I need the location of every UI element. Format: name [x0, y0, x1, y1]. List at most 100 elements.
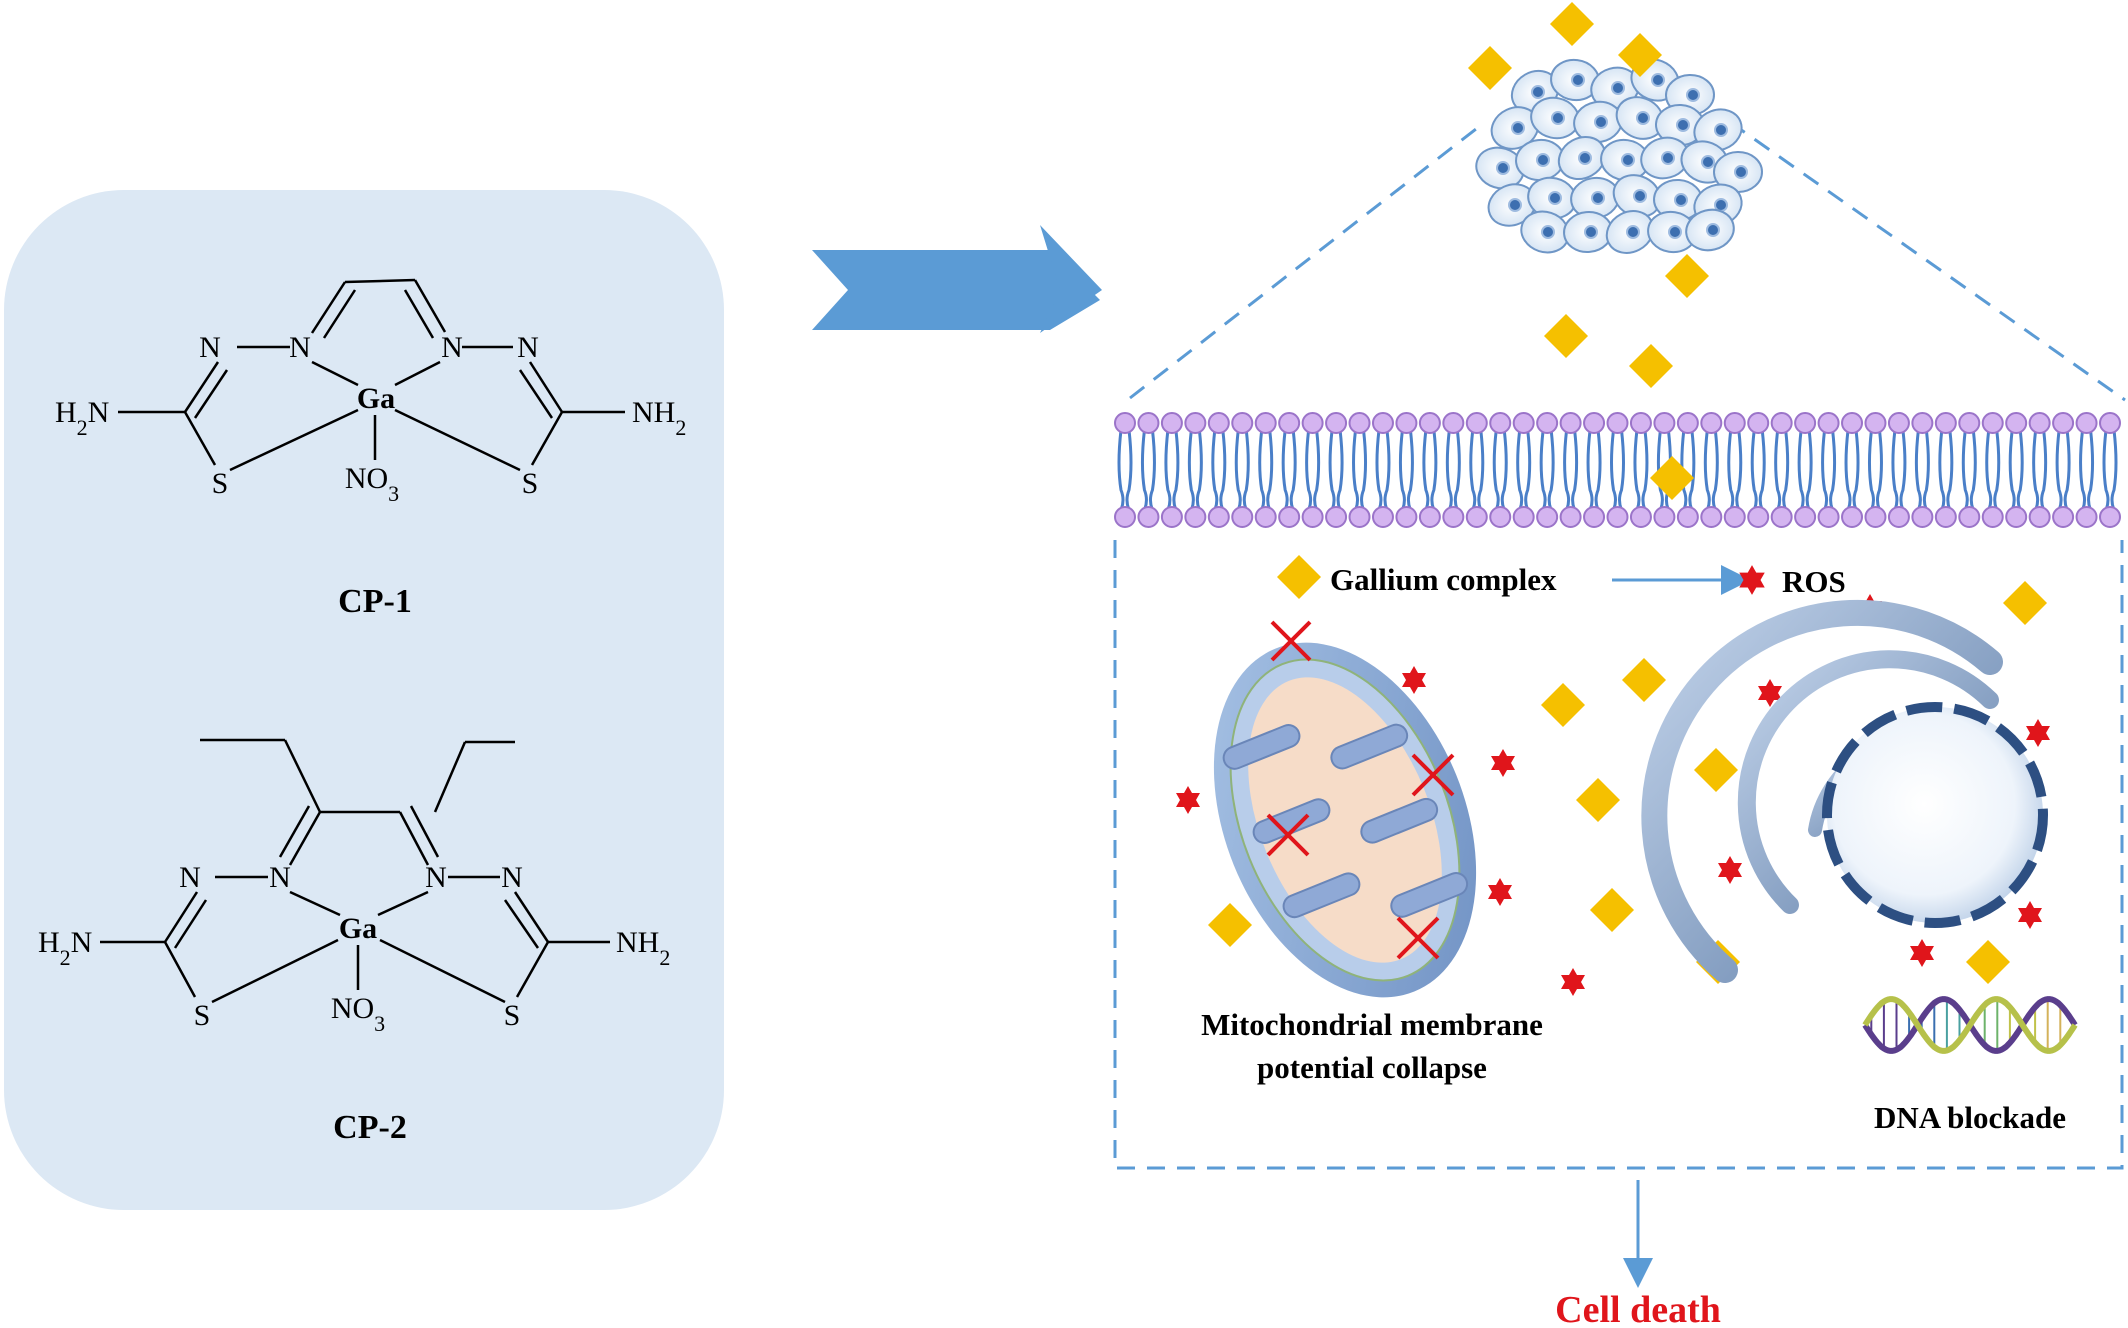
cell — [1615, 96, 1665, 140]
lipid — [1958, 412, 1981, 528]
cp2-atom-n3: N — [425, 861, 447, 894]
lipid — [1887, 412, 1910, 528]
cp2-atom-s1: S — [194, 999, 211, 1032]
lipid — [1465, 412, 1488, 528]
cp2-atom-ga: Ga — [339, 912, 377, 945]
mito-label-line1: Mitochondrial membrane — [1201, 1007, 1543, 1042]
lipid — [1371, 412, 1394, 528]
lipid — [2005, 412, 2028, 528]
ros-icon — [1176, 786, 1200, 814]
cp1-atom-s1: S — [212, 467, 229, 500]
lipid — [1231, 412, 1254, 528]
gallium-complex-icon — [1622, 658, 1666, 702]
cp1-atom-n3: N — [441, 331, 463, 364]
cell — [1530, 96, 1580, 140]
cp2-label: CP-2 — [333, 1109, 407, 1146]
lipid — [1934, 412, 1957, 528]
cell — [1475, 146, 1525, 190]
cell — [1685, 208, 1735, 252]
lipid — [1418, 412, 1441, 528]
cp1-atom-n4: N — [517, 331, 539, 364]
gallium-complex-icon — [1665, 254, 1709, 298]
lipid — [1512, 412, 1535, 528]
ros-icon — [1402, 666, 1426, 694]
lipid — [1137, 412, 1160, 528]
lipid — [1254, 412, 1277, 528]
compound-panel — [4, 190, 724, 1210]
ros-icon — [1491, 749, 1515, 777]
lipid — [1348, 412, 1371, 528]
cell — [1520, 210, 1570, 254]
gallium-complex-icon — [1694, 748, 1738, 792]
lipid — [1841, 412, 1864, 528]
legend-complex-label: Gallium complex — [1330, 562, 1557, 597]
cp2-atom-n4: N — [501, 861, 523, 894]
lipid — [1676, 412, 1699, 528]
lipid-bilayer — [1114, 412, 2121, 528]
lipid — [1559, 412, 1582, 528]
cell — [1573, 100, 1623, 144]
lipid — [2099, 412, 2121, 528]
dna-helix — [1862, 996, 2078, 1054]
cp2-structure — [100, 738, 610, 1004]
mitochondrion — [1213, 642, 1477, 998]
lipid — [2075, 412, 2098, 528]
legend-diamond-icon — [1277, 555, 1321, 599]
ros-icon — [1561, 968, 1585, 996]
cp1-atom-s2: S — [522, 467, 539, 500]
cell — [1693, 108, 1743, 152]
cp2-atom-n1: N — [179, 861, 201, 894]
lipid — [1653, 412, 1676, 528]
lipid — [1207, 412, 1230, 528]
lipid — [1160, 412, 1183, 528]
ros-icon — [1910, 939, 1934, 967]
lipid — [1325, 412, 1348, 528]
cp1-atom-nh2-left: H2N — [55, 396, 109, 440]
dna-label: DNA blockade — [1874, 1100, 2066, 1135]
gallium-complex-icon — [1468, 46, 1512, 90]
lipid — [1864, 412, 1887, 528]
cp1-atom-n1: N — [199, 331, 221, 364]
gallium-complex-icon — [1966, 940, 2010, 984]
lipid — [1723, 412, 1746, 528]
gallium-complex-icon — [1650, 456, 1694, 500]
cp1-atoms: N N N N Ga S S H2N NH2 NO3 — [55, 331, 686, 506]
gallium-complex-icon — [2003, 581, 2047, 625]
cell-cluster — [1475, 58, 1763, 254]
gallium-complex-icon — [1208, 903, 1252, 947]
ros-icon — [2018, 901, 2042, 929]
lipid — [1747, 412, 1770, 528]
process-arrow — [812, 250, 1100, 330]
lipid — [1301, 412, 1324, 528]
cp1-structure — [118, 278, 625, 472]
lipid — [1700, 412, 1723, 528]
cp2-atoms: N N N N Ga S S H2N NH2 NO3 — [38, 861, 670, 1036]
lipid — [1536, 412, 1559, 528]
lipid — [1114, 412, 1136, 528]
lipid — [1395, 412, 1418, 528]
gallium-complex-icon — [1590, 888, 1634, 932]
gallium-complex-icon — [1550, 2, 1594, 46]
cp1-atom-no3: NO3 — [345, 462, 399, 506]
gallium-complex-icon — [1629, 344, 1673, 388]
lipid — [1794, 412, 1817, 528]
lipid — [1278, 412, 1301, 528]
cp1-atom-n2: N — [289, 331, 311, 364]
ros-icon — [2026, 719, 2050, 747]
lipid — [1629, 412, 1652, 528]
lipid — [1911, 412, 1934, 528]
lipid — [2028, 412, 2051, 528]
ros-icon — [1488, 878, 1512, 906]
cp1-label: CP-1 — [338, 583, 412, 620]
cell — [1713, 150, 1763, 194]
legend-ros-label: ROS — [1782, 564, 1846, 599]
lipid — [1489, 412, 1512, 528]
lipid — [1606, 412, 1629, 528]
mito-label-line2: potential collapse — [1257, 1050, 1487, 1085]
dna-strand — [1862, 996, 2078, 1054]
zoom-frame — [1113, 120, 2126, 1170]
cp2-atom-s2: S — [504, 999, 521, 1032]
lipid — [1442, 412, 1465, 528]
cell — [1647, 210, 1697, 254]
lipid — [1770, 412, 1793, 528]
